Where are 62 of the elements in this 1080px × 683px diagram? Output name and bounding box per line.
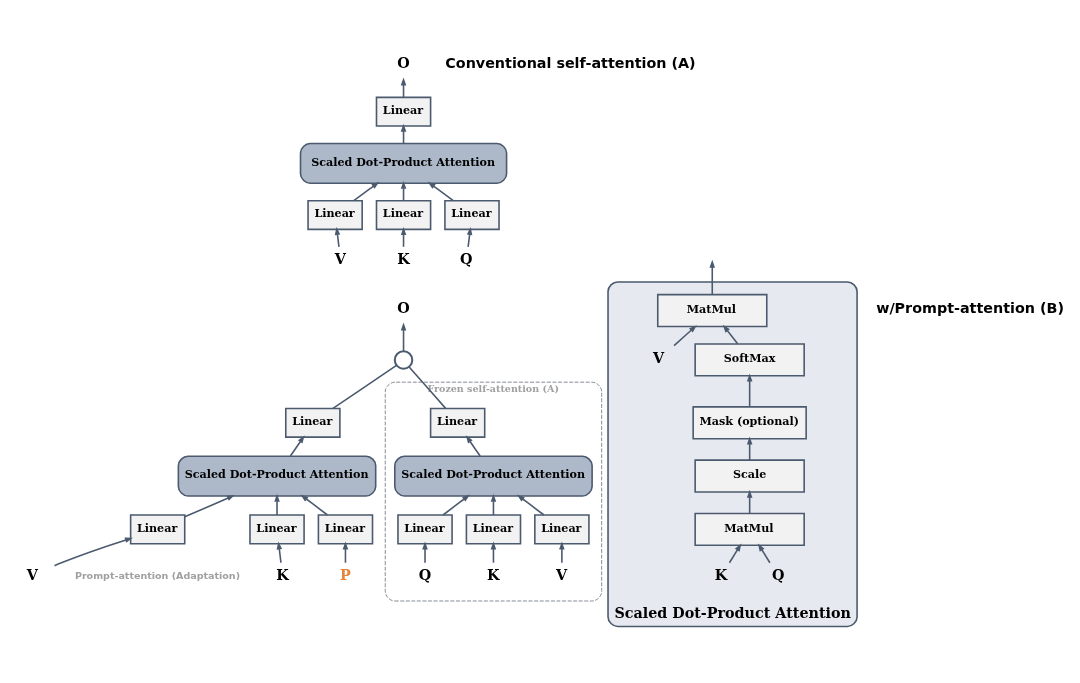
node-box: Scaled Dot-Product Attention bbox=[394, 454, 593, 497]
arrow bbox=[757, 542, 771, 564]
node-text: Q bbox=[460, 250, 473, 267]
arrow bbox=[53, 536, 133, 567]
node-box: Linear bbox=[534, 513, 590, 544]
arrow bbox=[728, 542, 742, 564]
arrow bbox=[516, 494, 545, 516]
arrow bbox=[276, 540, 283, 564]
label: w/Prompt-attention (B) bbox=[876, 299, 1064, 316]
node-text: V bbox=[555, 566, 568, 583]
label: Prompt-attention (Adaptation) bbox=[74, 569, 241, 581]
arrow bbox=[709, 259, 716, 295]
arrow bbox=[274, 493, 280, 516]
node-text: O bbox=[397, 299, 410, 316]
node-box: Linear bbox=[429, 407, 486, 438]
node-text: V bbox=[652, 349, 665, 366]
arrow bbox=[353, 181, 380, 201]
node-box: Scaled Dot-Product Attention bbox=[177, 454, 377, 497]
connector bbox=[408, 365, 447, 409]
node-text: P bbox=[339, 566, 351, 583]
label: Conventional self-attention (A) bbox=[445, 54, 696, 71]
node-box: Linear bbox=[444, 199, 500, 230]
node-box: Linear bbox=[397, 513, 453, 544]
node-box: Scale bbox=[694, 458, 805, 493]
arrow bbox=[427, 181, 455, 201]
node-box: SoftMax bbox=[694, 342, 805, 377]
arrow bbox=[465, 434, 481, 457]
node-text: K bbox=[487, 566, 500, 583]
node-text: K bbox=[714, 566, 728, 583]
arrow bbox=[183, 494, 235, 518]
node-text: Q bbox=[771, 566, 785, 583]
node-text: K bbox=[276, 566, 289, 583]
arrow bbox=[722, 324, 739, 345]
node-text: V bbox=[26, 566, 38, 583]
arrow bbox=[300, 494, 329, 516]
arrow bbox=[400, 322, 407, 352]
node-text: V bbox=[334, 250, 346, 267]
node-box: Linear bbox=[129, 513, 186, 544]
node-text: Q bbox=[418, 566, 432, 583]
node-box: Linear bbox=[375, 96, 432, 127]
arrow bbox=[746, 372, 753, 408]
node-box: MatMul bbox=[694, 512, 805, 546]
node-box: Mask (optional) bbox=[692, 405, 807, 439]
node-circle bbox=[393, 349, 414, 370]
node-box: Linear bbox=[249, 513, 305, 544]
arrow bbox=[673, 324, 697, 346]
node-box: Scaled Dot-Product Attention bbox=[299, 142, 508, 184]
arrow bbox=[422, 540, 428, 564]
node-box: Linear bbox=[307, 199, 363, 230]
arrow bbox=[559, 540, 565, 564]
arrow bbox=[466, 226, 473, 248]
arrow bbox=[289, 434, 305, 457]
connector bbox=[332, 364, 398, 409]
node-box: Linear bbox=[317, 513, 374, 544]
arrow bbox=[334, 226, 341, 248]
node-text: O bbox=[397, 54, 410, 71]
node-box: MatMul bbox=[656, 293, 768, 327]
arrow bbox=[442, 494, 471, 516]
node-box: Linear bbox=[375, 199, 432, 230]
node-box: Linear bbox=[285, 407, 341, 438]
node-box: Linear bbox=[465, 513, 522, 544]
node-text: K bbox=[397, 250, 410, 267]
